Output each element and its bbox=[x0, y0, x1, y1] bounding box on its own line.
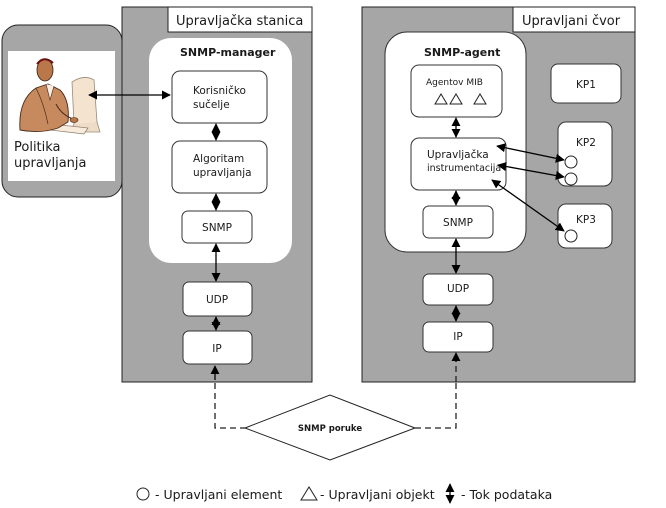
manager-snmp-box: SNMP bbox=[181, 210, 253, 244]
managed-object-triangle-icon bbox=[449, 93, 463, 105]
managed-node-panel: Upravljani čvor SNMP-agent Agentov MIB U… bbox=[361, 6, 636, 383]
policy-label-line2: upravljanja bbox=[14, 156, 87, 171]
snmp-messages-label: SNMP poruke bbox=[298, 424, 362, 434]
legend-managed-element: - Upravljani element bbox=[155, 487, 282, 502]
snmp-manager-title: SNMP-manager bbox=[180, 46, 276, 59]
snmp-agent-title: SNMP-agent bbox=[424, 46, 500, 59]
policy-label-line1: Politika bbox=[14, 140, 61, 155]
managed-element-circle-icon bbox=[564, 155, 578, 169]
snmp-messages-diamond bbox=[243, 394, 417, 461]
manager-message-dashed-line bbox=[214, 383, 245, 429]
manager-station-title: Upravljačka stanica bbox=[176, 14, 303, 29]
management-algorithm-box: Algoritam upravljanja bbox=[171, 140, 268, 194]
svg-text:Agentov MIB: Agentov MIB bbox=[426, 78, 483, 88]
manager-station-panel: Upravljačka stanica SNMP-manager Korisni… bbox=[88, 6, 313, 383]
svg-text:Algoritam: Algoritam bbox=[193, 153, 244, 165]
agent-message-dashed-line bbox=[415, 383, 457, 429]
agent-snmp-box: SNMP bbox=[422, 205, 494, 239]
svg-text:IP: IP bbox=[212, 343, 221, 355]
agent-udp-box: UDP bbox=[422, 273, 494, 306]
svg-text:Korisničko: Korisničko bbox=[193, 85, 246, 97]
manager-ip-box: IP bbox=[182, 330, 253, 365]
svg-text:IP: IP bbox=[453, 331, 462, 343]
managed-element-circle-icon bbox=[564, 172, 578, 186]
component-kp3: KP3 bbox=[557, 203, 613, 249]
svg-text:SNMP: SNMP bbox=[443, 217, 473, 229]
person-at-computer-icon bbox=[19, 58, 101, 135]
legend-circle-icon bbox=[136, 487, 150, 501]
legend: - Upravljani element - Upravljani objekt… bbox=[136, 483, 552, 504]
managed-object-triangle-icon bbox=[434, 93, 448, 105]
management-policy-box: Politika upravljanja bbox=[1, 24, 123, 198]
agent-ip-box: IP bbox=[422, 321, 494, 353]
svg-text:Upravljačka: Upravljačka bbox=[427, 149, 489, 161]
instrumentation-kp3-element-arrow bbox=[491, 179, 565, 232]
svg-text:sučelje: sučelje bbox=[193, 99, 230, 111]
svg-text:SNMP: SNMP bbox=[202, 222, 232, 234]
legend-data-flow: - Tok podataka bbox=[461, 487, 552, 502]
svg-text:KP1: KP1 bbox=[576, 79, 596, 91]
svg-text:instrumentacija: instrumentacija bbox=[427, 163, 501, 174]
management-instrumentation-box: Upravljačka instrumentacija bbox=[410, 137, 507, 191]
instrumentation-kp2-element2-arrow bbox=[497, 161, 565, 181]
managed-node-title: Upravljani čvor bbox=[522, 14, 621, 29]
agent-mib-box: Agentov MIB bbox=[410, 64, 503, 118]
snmp-messages: SNMP poruke bbox=[210, 352, 461, 461]
svg-text:KP2: KP2 bbox=[576, 137, 596, 149]
managed-element-circle-icon bbox=[564, 229, 578, 243]
svg-text:UDP: UDP bbox=[447, 283, 469, 295]
svg-text:KP3: KP3 bbox=[576, 214, 596, 226]
svg-text:UDP: UDP bbox=[206, 294, 228, 306]
svg-text:upravljanja: upravljanja bbox=[193, 167, 252, 179]
manager-udp-box: UDP bbox=[182, 281, 253, 317]
component-kp2: KP2 bbox=[557, 121, 613, 187]
legend-triangle-icon bbox=[300, 486, 318, 501]
instrumentation-kp2-element1-arrow bbox=[496, 143, 565, 163]
managed-object-triangle-icon bbox=[473, 93, 487, 105]
user-interface-box: Korisničko sučelje bbox=[171, 70, 268, 124]
legend-managed-object: - Upravljani objekt bbox=[320, 487, 435, 502]
component-kp1: KP1 bbox=[550, 63, 622, 104]
